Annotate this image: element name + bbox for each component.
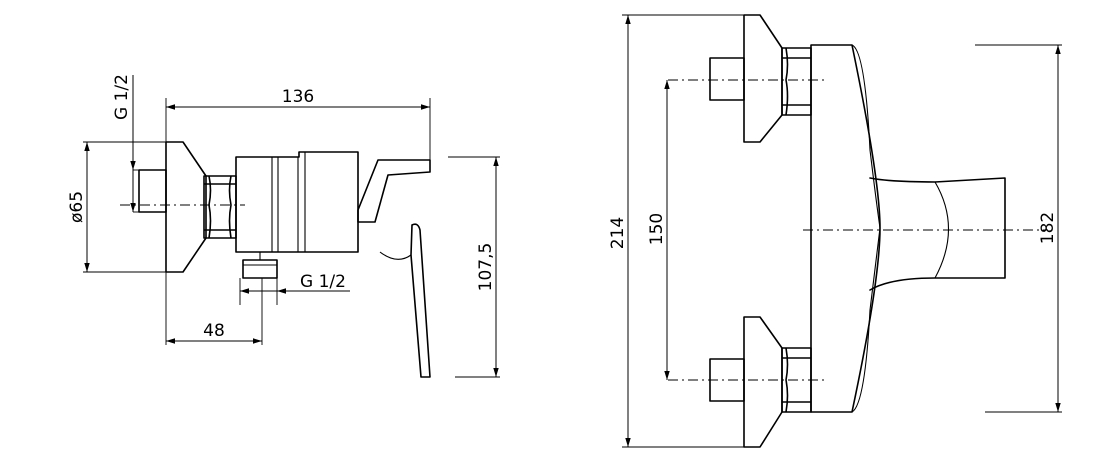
label-d65: ø65 [67,191,87,223]
side-inlet-pipe [138,169,167,213]
front-nut-top [781,47,812,116]
side-lever [357,159,431,223]
side-hex-nut [203,175,237,239]
label-g12-bottom: G 1/2 [300,272,346,292]
front-inlet-pipe-top [709,57,745,101]
label-182: 182 [1038,212,1058,244]
side-outlet-fitting [242,259,278,279]
label-150: 150 [647,213,667,245]
label-g12-top: G 1/2 [112,74,132,120]
side-body [235,151,359,253]
label-214: 214 [608,217,628,249]
front-body [810,44,881,413]
side-rosette [165,141,207,273]
front-rosette-top [743,14,783,143]
side-lever-grip [410,223,431,378]
label-48: 48 [203,321,225,341]
front-rosette-bottom [743,316,783,448]
side-view: 136 G 1/2 ø65 G 1/2 48 107,5 [67,74,500,378]
label-136: 136 [282,87,314,107]
front-view: 214 150 182 [608,14,1062,448]
front-lever [869,177,1006,291]
label-107-5: 107,5 [476,243,496,292]
